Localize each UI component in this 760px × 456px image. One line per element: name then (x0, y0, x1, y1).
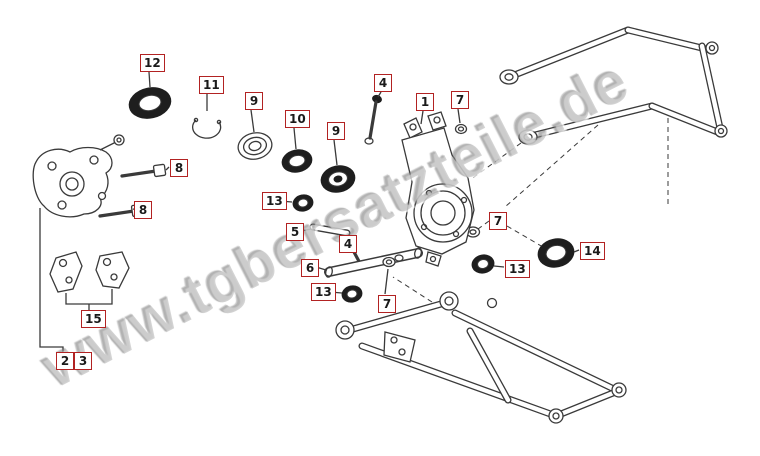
caliper-bolts-drawing (98, 163, 167, 218)
part-label-7-c: 7 (489, 212, 507, 230)
part-label-5: 5 (286, 223, 304, 241)
knuckle-drawing (401, 111, 475, 267)
part-label-15: 15 (81, 310, 106, 328)
part-label-10: 10 (285, 110, 310, 128)
bracket-plates-drawing (49, 251, 130, 293)
part-label-14: 14 (580, 242, 605, 260)
dashed-alignment-lines (392, 118, 669, 303)
part-label-11: 11 (199, 76, 224, 94)
small-hardware-drawing (309, 94, 481, 278)
part-label-7-b: 7 (378, 295, 396, 313)
brake-caliper-drawing (32, 134, 125, 218)
part-label-7-a: 7 (451, 91, 469, 109)
part-label-1: 1 (416, 93, 434, 111)
part-label-13-c: 13 (505, 260, 530, 278)
part-label-13-b: 13 (311, 283, 336, 301)
part-label-4-b: 4 (339, 235, 357, 253)
bearings-seals-drawing (128, 87, 575, 303)
part-label-8-a: 8 (170, 159, 188, 177)
part-label-6: 6 (301, 259, 319, 277)
part-label-9-b: 9 (327, 122, 345, 140)
swingarm-drawing (335, 291, 627, 424)
upper-control-arm-drawing (499, 26, 728, 145)
part-label-3: 3 (74, 352, 92, 370)
part-label-4-a: 4 (374, 74, 392, 92)
part-label-12: 12 (140, 54, 165, 72)
part-label-2: 2 (56, 352, 74, 370)
part-label-13-a: 13 (262, 192, 287, 210)
part-label-9-a: 9 (245, 92, 263, 110)
part-label-8-b: 8 (134, 201, 152, 219)
